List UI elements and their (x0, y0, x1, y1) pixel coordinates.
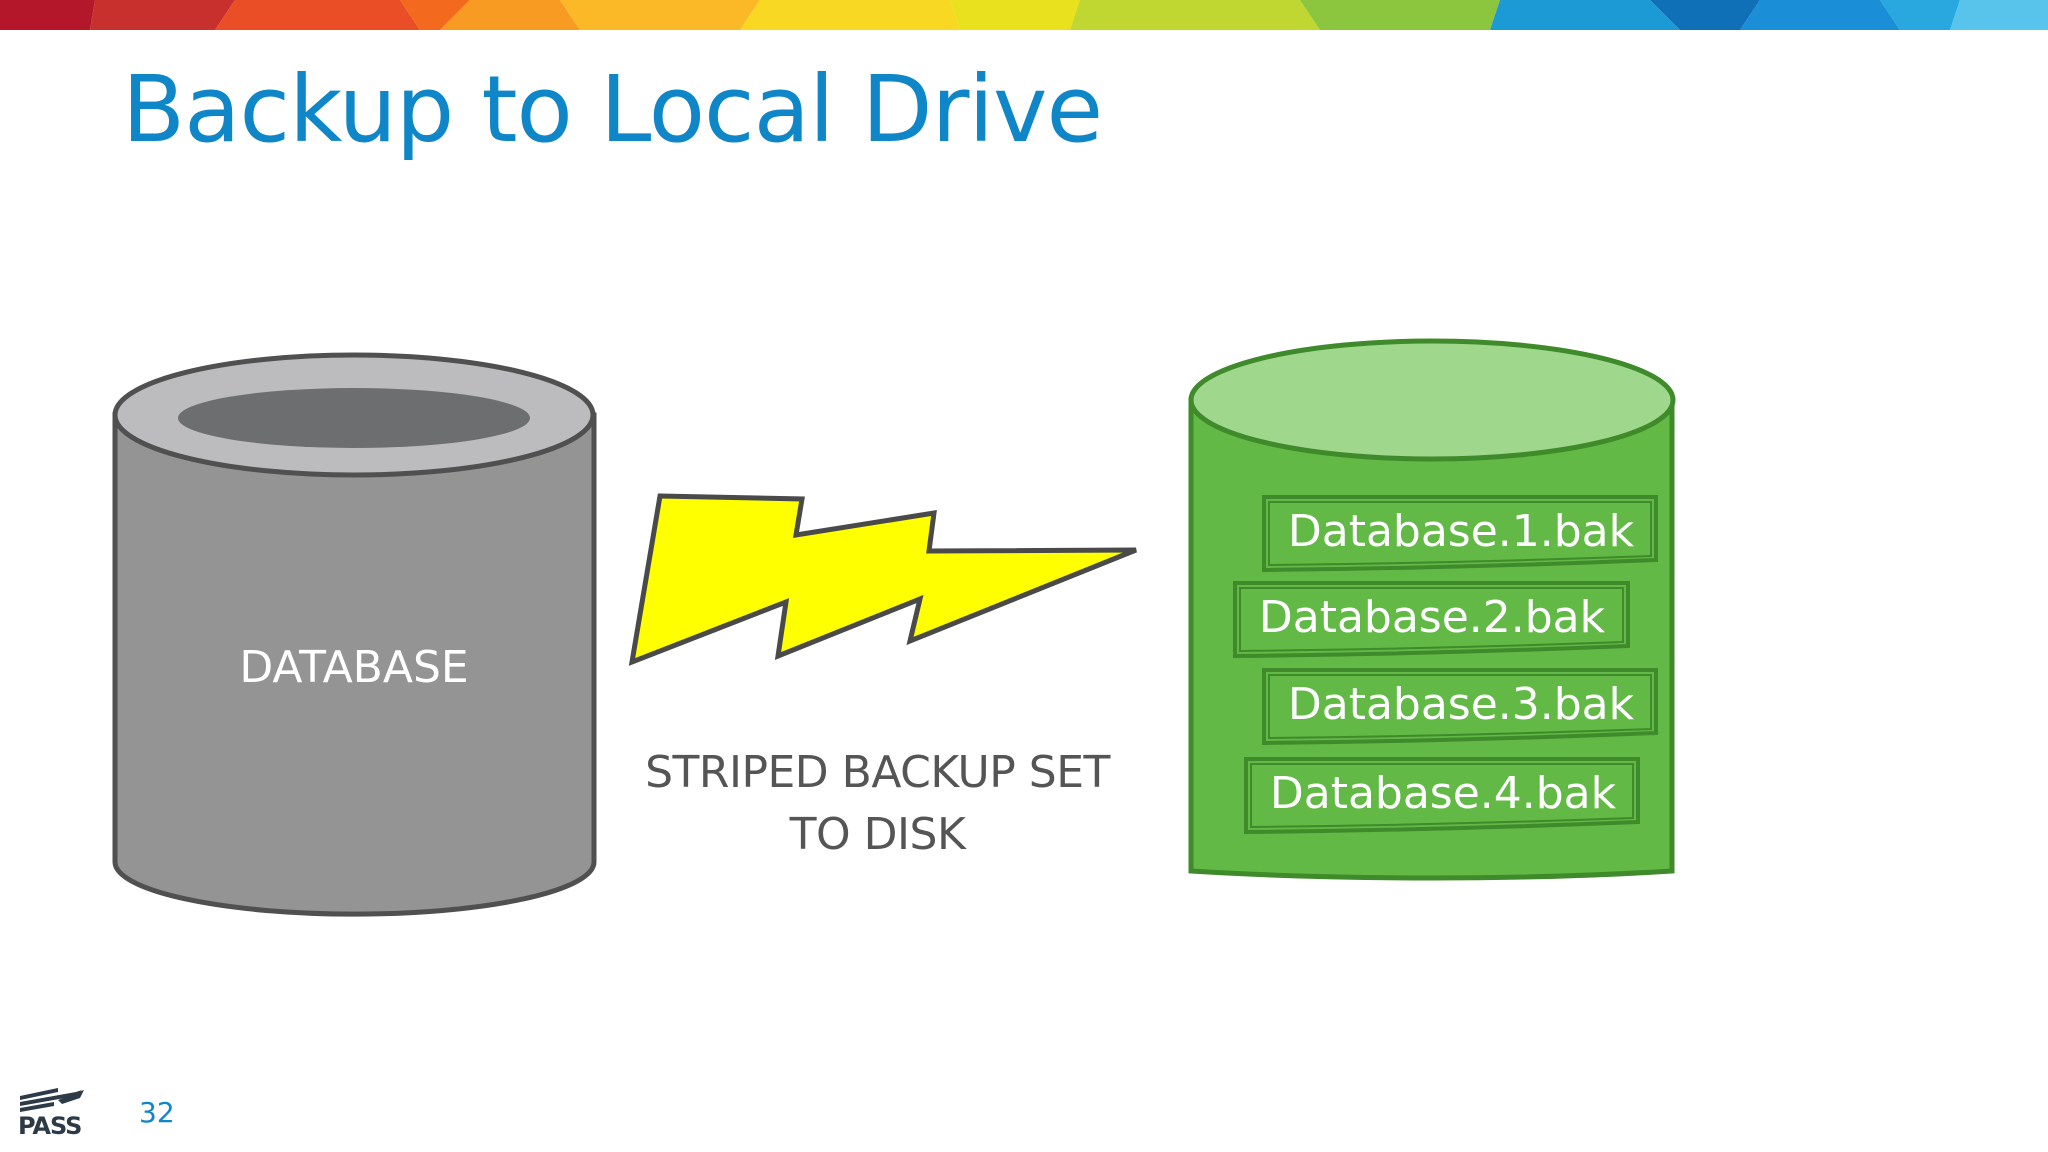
database-label: DATABASE (239, 642, 468, 693)
backup-file-2 (1233, 581, 1630, 659)
backup-file-4 (1244, 757, 1640, 835)
backup-file-1-label: Database.1.bak (1288, 506, 1635, 557)
backup-file-3-label: Database.3.bak (1288, 679, 1635, 730)
backup-file-4-label: Database.4.bak (1270, 768, 1617, 819)
database-cylinder-icon (112, 352, 597, 917)
slide-title: Backup to Local Drive (122, 56, 1103, 163)
page-number: 32 (139, 1096, 175, 1129)
top-color-banner (0, 0, 2048, 30)
lightning-bolt-icon (628, 493, 1137, 666)
diagram-caption: STRIPED BACKUP SET TO DISK (620, 742, 1135, 866)
backup-file-3 (1262, 668, 1658, 746)
backup-file-2-label: Database.2.bak (1259, 592, 1606, 643)
pass-logo-text: PASS (18, 1112, 82, 1140)
backup-file-1 (1262, 495, 1658, 573)
caption-line-2: TO DISK (789, 809, 966, 860)
caption-line-1: STRIPED BACKUP SET (645, 747, 1110, 798)
pass-logo-icon (20, 1088, 84, 1112)
